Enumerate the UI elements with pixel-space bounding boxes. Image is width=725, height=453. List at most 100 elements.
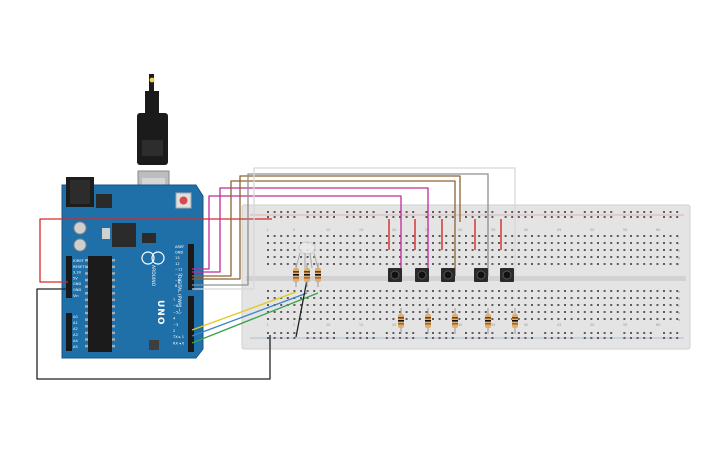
breadboard-hole[interactable] [630,216,632,218]
breadboard-hole[interactable] [385,304,388,306]
breadboard-hole[interactable] [451,290,454,292]
breadboard-hole[interactable] [399,290,401,292]
breadboard-hole[interactable] [478,242,481,244]
breadboard-hole[interactable] [359,211,362,213]
breadboard-hole[interactable] [286,311,289,313]
breadboard-hole[interactable] [649,337,652,339]
breadboard-hole[interactable] [399,304,401,306]
breadboard-hole[interactable] [623,337,626,339]
breadboard-hole[interactable] [478,235,481,237]
breadboard-hole[interactable] [392,290,395,292]
breadboard-hole[interactable] [300,318,302,320]
breadboard-hole[interactable] [550,211,553,213]
breadboard-hole[interactable] [630,297,632,299]
breadboard-hole[interactable] [590,290,593,292]
breadboard-hole[interactable] [418,249,421,251]
breadboard-hole[interactable] [471,332,474,334]
breadboard-hole[interactable] [300,242,302,244]
breadboard-hole[interactable] [366,297,368,299]
breadboard-hole[interactable] [531,311,533,313]
breadboard-hole[interactable] [656,249,659,251]
breadboard-hole[interactable] [286,211,289,213]
breadboard-hole[interactable] [313,235,316,237]
breadboard-hole[interactable] [597,337,599,339]
breadboard-hole[interactable] [583,256,586,258]
breadboard-hole[interactable] [478,211,481,213]
breadboard-hole[interactable] [550,216,553,218]
breadboard-hole[interactable] [326,235,329,237]
breadboard-hole[interactable] [313,332,316,334]
breadboard-hole[interactable] [676,311,679,313]
breadboard-hole[interactable] [676,318,679,320]
breadboard-hole[interactable] [432,332,434,334]
breadboard-hole[interactable] [379,249,382,251]
breadboard-hole[interactable] [649,256,652,258]
breadboard-hole[interactable] [392,318,395,320]
breadboard-hole[interactable] [597,249,599,251]
breadboard-hole[interactable] [471,256,474,258]
breadboard-hole[interactable] [273,332,276,334]
breadboard-hole[interactable] [418,242,421,244]
breadboard-hole[interactable] [372,216,375,218]
breadboard-hole[interactable] [319,216,322,218]
breadboard-hole[interactable] [465,304,467,306]
breadboard-hole[interactable] [597,235,599,237]
breadboard-hole[interactable] [531,290,533,292]
breadboard-hole[interactable] [293,318,296,320]
breadboard-hole[interactable] [603,242,606,244]
breadboard-hole[interactable] [471,235,474,237]
breadboard-hole[interactable] [623,304,626,306]
breadboard-hole[interactable] [524,216,527,218]
breadboard-hole[interactable] [564,332,566,334]
breadboard-hole[interactable] [531,318,533,320]
breadboard-hole[interactable] [451,297,454,299]
breadboard-hole[interactable] [273,297,276,299]
wire-led-green[interactable] [191,292,319,344]
breadboard-hole[interactable] [597,318,599,320]
breadboard-hole[interactable] [405,249,408,251]
breadboard-hole[interactable] [359,242,362,244]
breadboard-hole[interactable] [339,290,342,292]
breadboard-hole[interactable] [491,311,494,313]
breadboard-hole[interactable] [656,256,659,258]
breadboard-hole[interactable] [610,290,613,292]
breadboard-hole[interactable] [399,256,401,258]
breadboard-hole[interactable] [517,256,520,258]
wire-led-yellow[interactable] [191,291,297,331]
breadboard-hole[interactable] [445,242,448,244]
breadboard-hole[interactable] [366,263,368,265]
breadboard-hole[interactable] [557,337,560,339]
breadboard-hole[interactable] [498,249,500,251]
breadboard-hole[interactable] [583,263,586,265]
breadboard-hole[interactable] [491,211,494,213]
breadboard-hole[interactable] [597,263,599,265]
breadboard-hole[interactable] [669,297,672,299]
breadboard-hole[interactable] [491,318,494,320]
breadboard-hole[interactable] [392,216,395,218]
breadboard-hole[interactable] [524,290,527,292]
breadboard-hole[interactable] [649,263,652,265]
breadboard-hole[interactable] [385,211,388,213]
breadboard-hole[interactable] [352,290,355,292]
breadboard-hole[interactable] [405,216,408,218]
breadboard-hole[interactable] [623,242,626,244]
breadboard-hole[interactable] [603,211,606,213]
breadboard-hole[interactable] [425,297,428,299]
breadboard-hole[interactable] [478,216,481,218]
breadboard-hole[interactable] [491,235,494,237]
breadboard-hole[interactable] [649,242,652,244]
breadboard-hole[interactable] [405,318,408,320]
breadboard-hole[interactable] [432,211,434,213]
wire-gnd-black[interactable] [36,288,271,380]
breadboard-hole[interactable] [544,242,547,244]
breadboard-hole[interactable] [498,290,500,292]
reset-button[interactable] [179,196,188,205]
breadboard-hole[interactable] [610,304,613,306]
breadboard-hole[interactable] [465,242,467,244]
breadboard-hole[interactable] [504,211,507,213]
breadboard-hole[interactable] [425,290,428,292]
breadboard-hole[interactable] [366,256,368,258]
breadboard-hole[interactable] [346,256,349,258]
breadboard-hole[interactable] [465,235,467,237]
breadboard-hole[interactable] [504,263,507,265]
